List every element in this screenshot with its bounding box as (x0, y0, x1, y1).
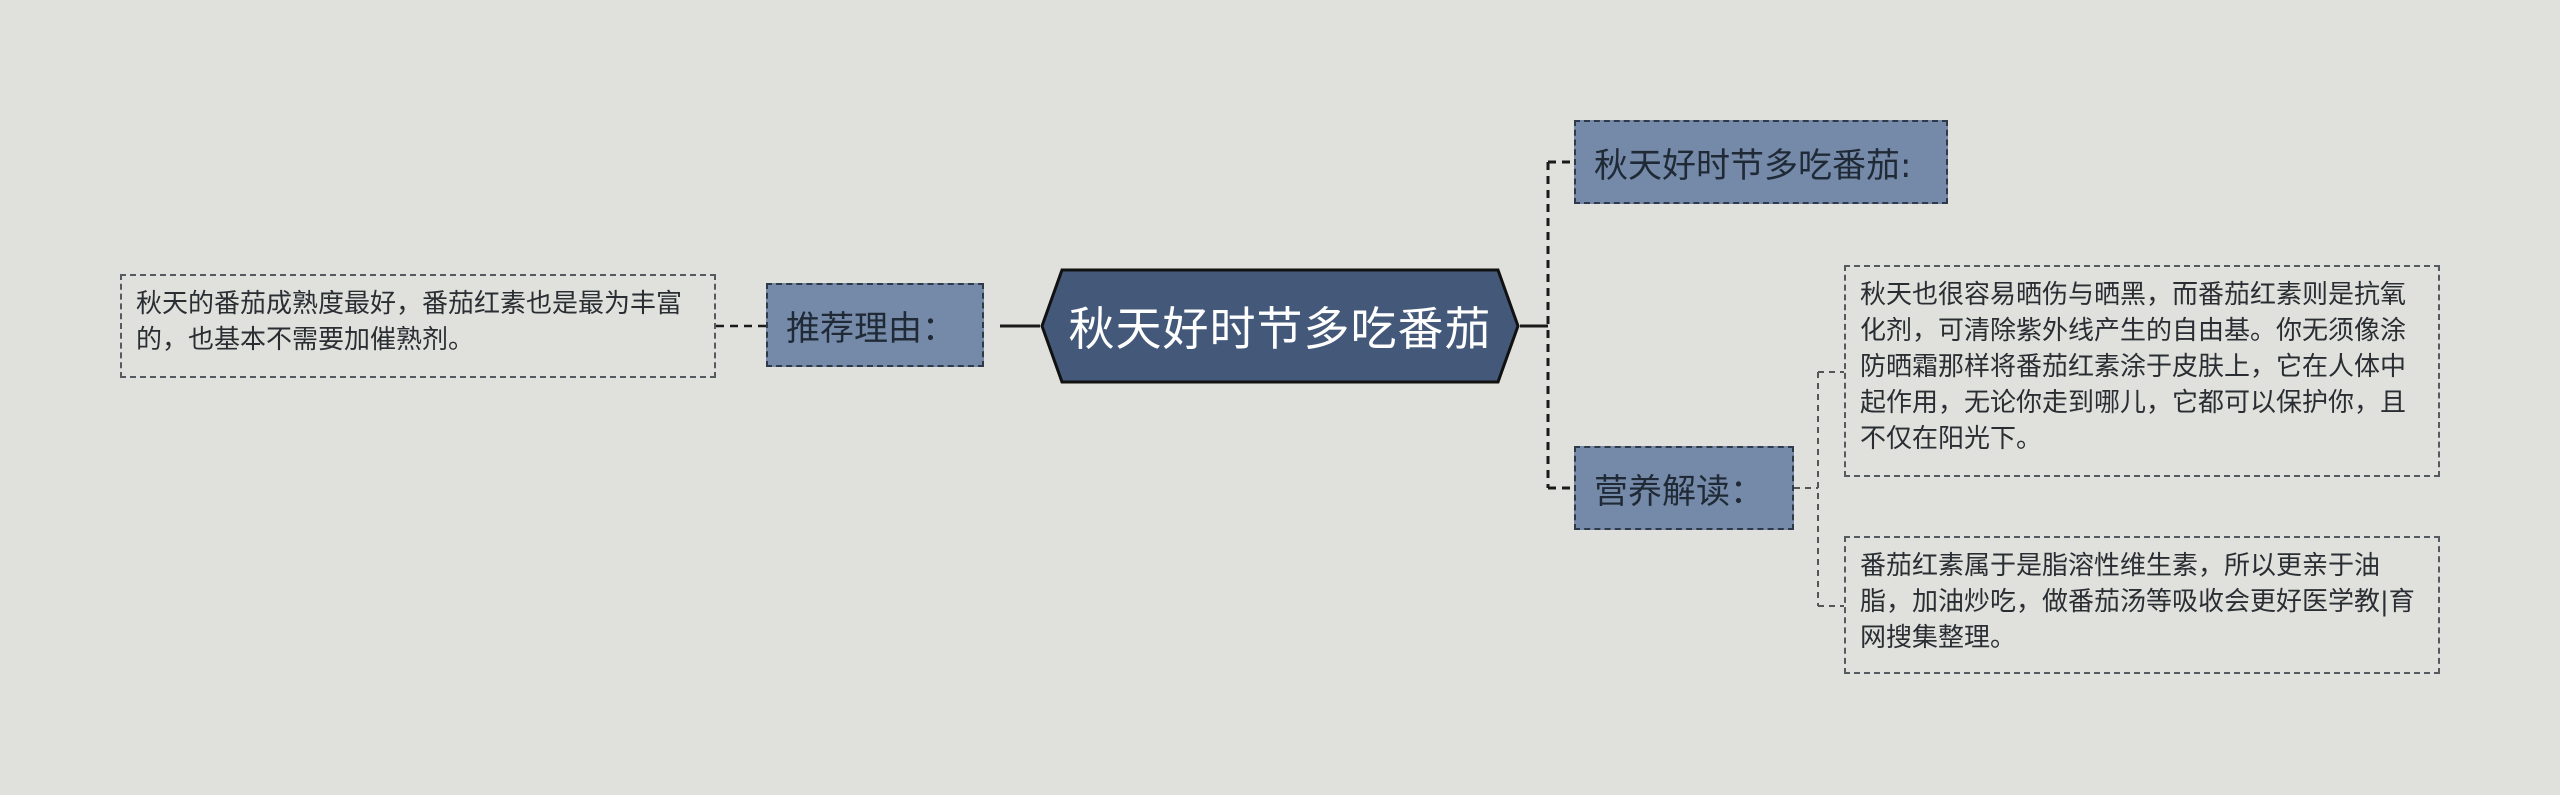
root-node[interactable]: 秋天好时节多吃番茄 (1040, 268, 1520, 384)
branch-recommend-reason-label: 推荐理由： (786, 308, 956, 349)
leaf-recommend-reason[interactable]: 秋天的番茄成熟度最好，番茄红素也是最为丰富的，也基本不需要加催熟剂。 (120, 274, 716, 378)
leaf-nutrition-sunburn[interactable]: 秋天也很容易晒伤与晒黑，而番茄红素则是抗氧化剂，可清除紫外线产生的自由基。你无须… (1844, 265, 2440, 477)
branch-recommend-reason[interactable]: 推荐理由： (766, 283, 984, 367)
root-hexagon-shape (1040, 268, 1520, 384)
leaf-nutrition-fat-soluble[interactable]: 番茄红素属于是脂溶性维生素，所以更亲于油脂，加油炒吃，做番茄汤等吸收会更好医学教… (1844, 536, 2440, 674)
leaf-recommend-reason-text: 秋天的番茄成熟度最好，番茄红素也是最为丰富的，也基本不需要加催熟剂。 (136, 289, 683, 355)
leaf-nutrition-fat-soluble-text: 番茄红素属于是脂溶性维生素，所以更亲于油脂，加油炒吃，做番茄汤等吸收会更好医学教… (1860, 551, 2415, 653)
branch-autumn-tomato-label: 秋天好时节多吃番茄: (1594, 145, 1912, 186)
leaf-nutrition-sunburn-text: 秋天也很容易晒伤与晒黑，而番茄红素则是抗氧化剂，可清除紫外线产生的自由基。你无须… (1860, 280, 2407, 454)
branch-nutrition-label: 营养解读： (1594, 471, 1764, 512)
branch-nutrition[interactable]: 营养解读： (1574, 446, 1794, 530)
root-label: 秋天好时节多吃番茄 (1068, 302, 1492, 356)
branch-autumn-tomato[interactable]: 秋天好时节多吃番茄: (1574, 120, 1948, 204)
